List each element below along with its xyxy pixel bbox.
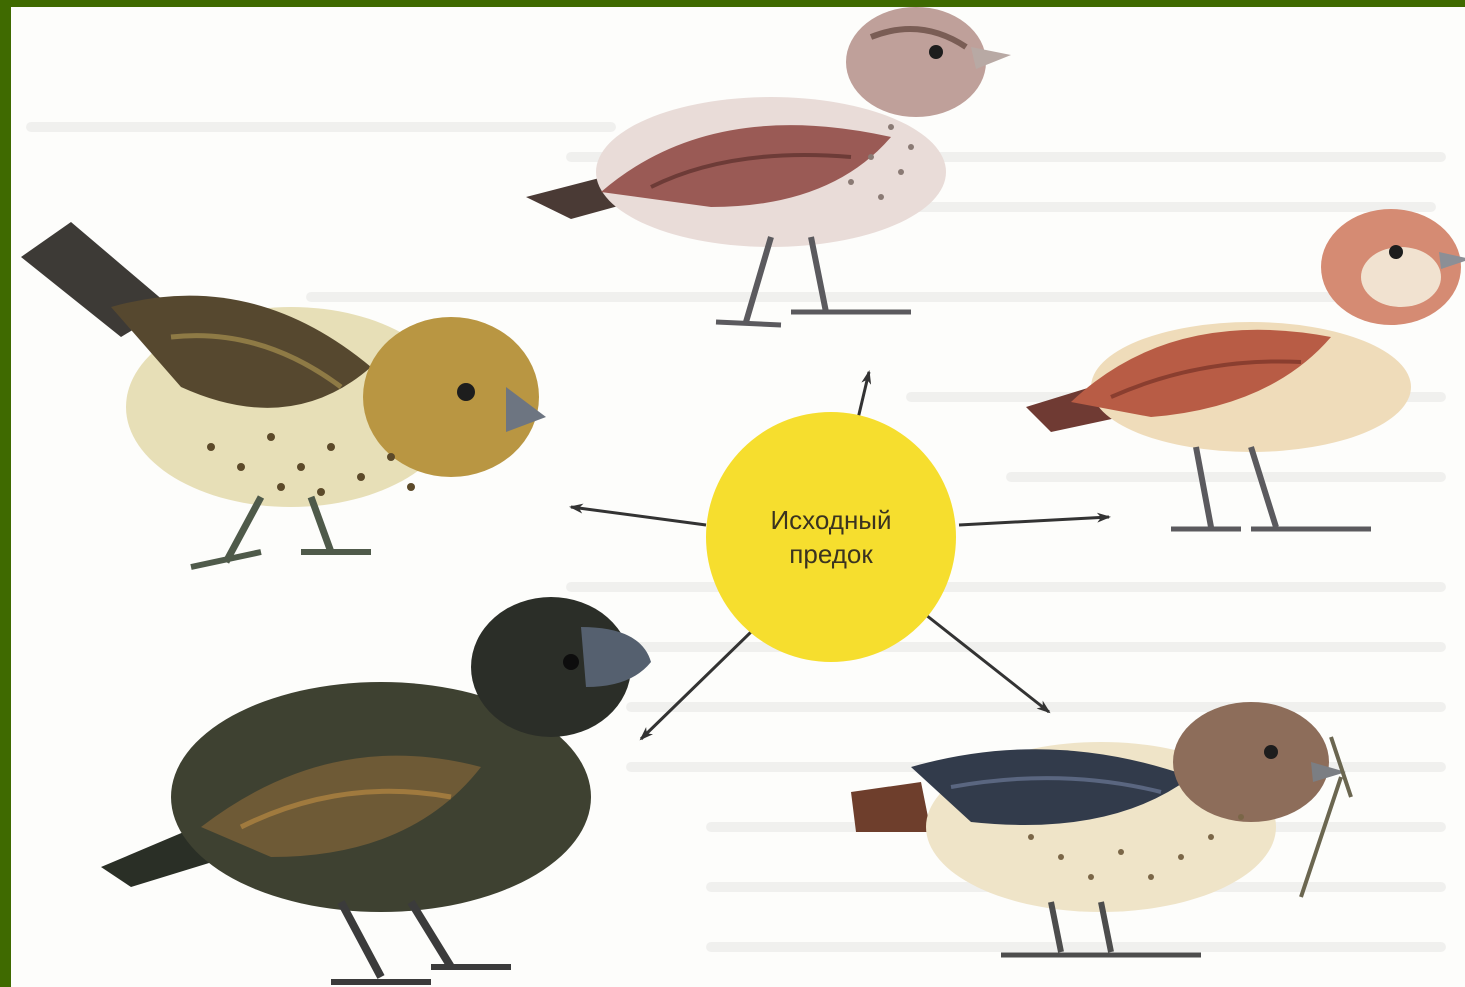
arrow-to-right — [959, 517, 1109, 525]
ancestor-label-line2: предок — [789, 539, 873, 569]
adaptive-radiation-diagram: Исходный предок — [11, 7, 1465, 987]
ancestor-circle — [706, 412, 956, 662]
arrow-to-upper-left — [571, 507, 706, 525]
ancestor-node: Исходный предок — [706, 412, 956, 662]
bird-top — [526, 7, 1011, 325]
bird-lower-left — [101, 597, 651, 982]
bird-upper-left — [21, 222, 546, 567]
diagram-canvas: Исходный предок — [11, 7, 1465, 987]
arrow-to-lower-right — [926, 615, 1049, 712]
ancestor-label-line1: Исходный — [770, 505, 891, 535]
